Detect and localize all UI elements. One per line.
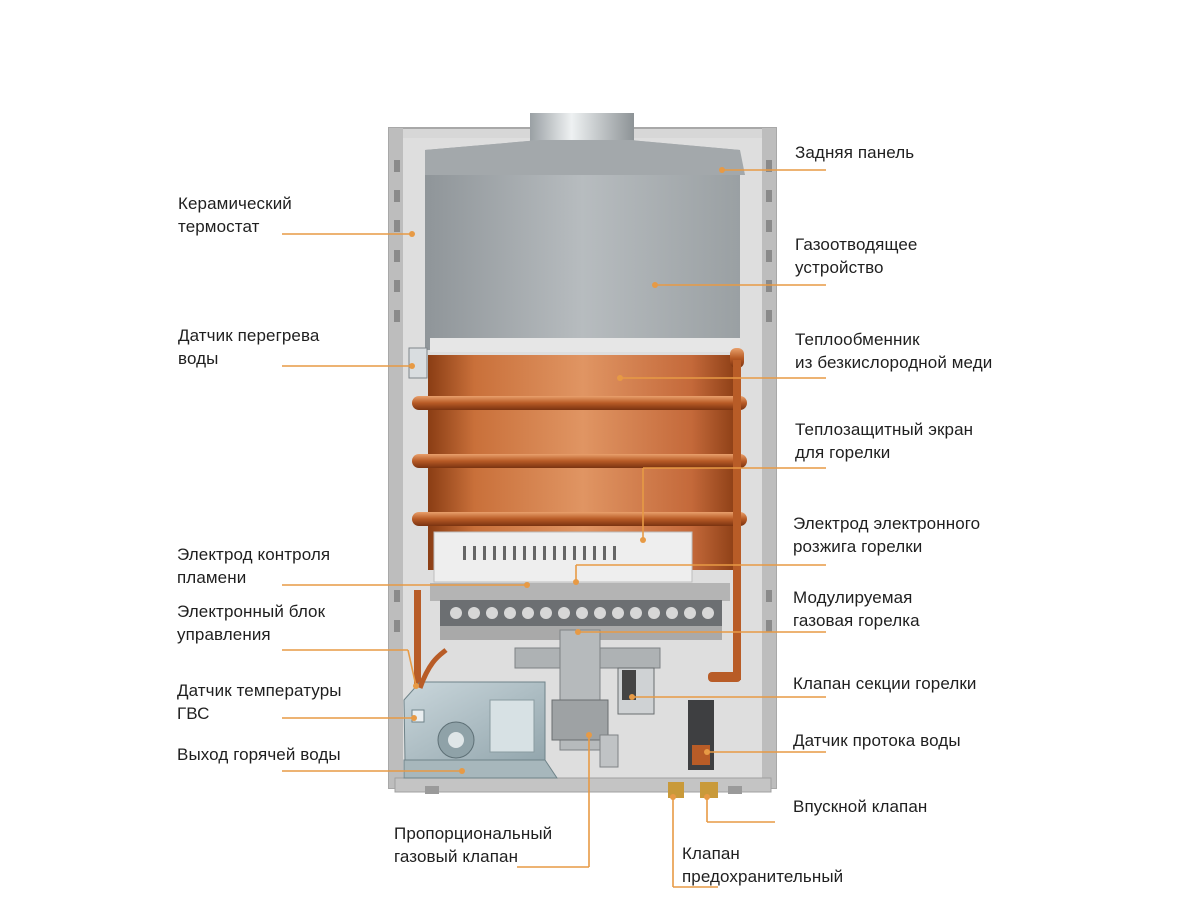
burner-shield (433, 531, 693, 583)
label-hot-water-outlet: Выход горячей воды (177, 743, 341, 766)
leader-rear-panel (719, 167, 826, 173)
label-flame-electrode: Электрод контроля пламени (177, 543, 330, 589)
leader-control-unit (282, 649, 419, 689)
label-line: устройство (795, 258, 884, 277)
leader-ceramic-thermostat (282, 231, 415, 237)
label-ceramic-thermostat: Керамический термостат (178, 192, 292, 238)
leader-modulating-burner (575, 629, 826, 635)
label-line: Керамический (178, 194, 292, 213)
label-line: Впускной клапан (793, 797, 928, 816)
label-line: предохранительный (682, 867, 844, 886)
label-line: Датчик перегрева (178, 326, 320, 345)
label-dhw-temp-sensor: Датчик температуры ГВС (177, 679, 342, 725)
leader-heat-shield (640, 467, 826, 543)
label-line: Теплообменник (795, 330, 920, 349)
label-line: Пропорциональный (394, 824, 553, 843)
gas-valve (514, 629, 661, 768)
leader-proportional-gas-valve (517, 732, 592, 868)
control-box (403, 648, 558, 779)
label-heat-shield: Теплозащитный экран для горелки (795, 418, 973, 464)
leader-hot-water-outlet (282, 768, 465, 774)
label-flow-sensor: Датчик протока воды (793, 729, 961, 752)
label-line: ГВС (177, 704, 210, 723)
label-line: Клапан (682, 844, 740, 863)
label-line: управления (177, 625, 271, 644)
leader-safety-valve (670, 794, 718, 888)
label-ignition-electrode: Электрод электронного розжига горелки (793, 512, 980, 558)
label-modulating-burner: Модулируемая газовая горелка (793, 586, 920, 632)
label-line: газовый клапан (394, 847, 519, 866)
label-line: Модулируемая (793, 588, 913, 607)
label-line: воды (178, 349, 219, 368)
flue-hood (425, 113, 745, 352)
label-line: Теплозащитный экран (795, 420, 974, 439)
label-line: Датчик температуры (177, 681, 342, 700)
label-line: из безкислородной меди (795, 353, 993, 372)
label-line: Датчик протока воды (793, 731, 961, 750)
label-overheat-sensor: Датчик перегрева воды (178, 324, 319, 370)
label-inlet-valve: Впускной клапан (793, 795, 927, 818)
leader-flue-device (652, 282, 826, 288)
label-line: Задняя панель (795, 143, 915, 162)
leader-flow-sensor (704, 749, 826, 755)
label-line: пламени (177, 568, 247, 587)
label-line: газовая горелка (793, 611, 920, 630)
label-line: термостат (178, 217, 260, 236)
label-line: Клапан секции горелки (793, 674, 977, 693)
leader-ignition-electrode (573, 564, 826, 585)
label-safety-valve: Клапан предохранительный (682, 842, 843, 888)
label-proportional-gas-valve: Пропорциональный газовый клапан (394, 822, 552, 868)
leader-inlet-valve (704, 794, 775, 823)
label-line: розжига горелки (793, 537, 923, 556)
leader-dhw-temp-sensor (282, 715, 417, 721)
label-flue-device: Газоотводящее устройство (795, 233, 918, 279)
label-line: Электрод электронного (793, 514, 981, 533)
leader-flame-electrode (282, 582, 530, 588)
leader-overheat-sensor (282, 363, 415, 369)
label-line: Выход горячей воды (177, 745, 341, 764)
label-control-unit: Электронный блок управления (177, 600, 325, 646)
label-heat-exchanger: Теплообменник из безкислородной меди (795, 328, 992, 374)
label-line: для горелки (795, 443, 891, 462)
label-line: Газоотводящее (795, 235, 918, 254)
gas-burner (430, 583, 730, 640)
leader-burner-section-valve (629, 694, 826, 700)
label-burner-section-valve: Клапан секции горелки (793, 672, 976, 695)
label-line: Электронный блок (177, 602, 326, 621)
label-rear-panel: Задняя панель (795, 141, 914, 164)
label-line: Электрод контроля (177, 545, 331, 564)
leader-heat-exchanger (617, 375, 826, 381)
